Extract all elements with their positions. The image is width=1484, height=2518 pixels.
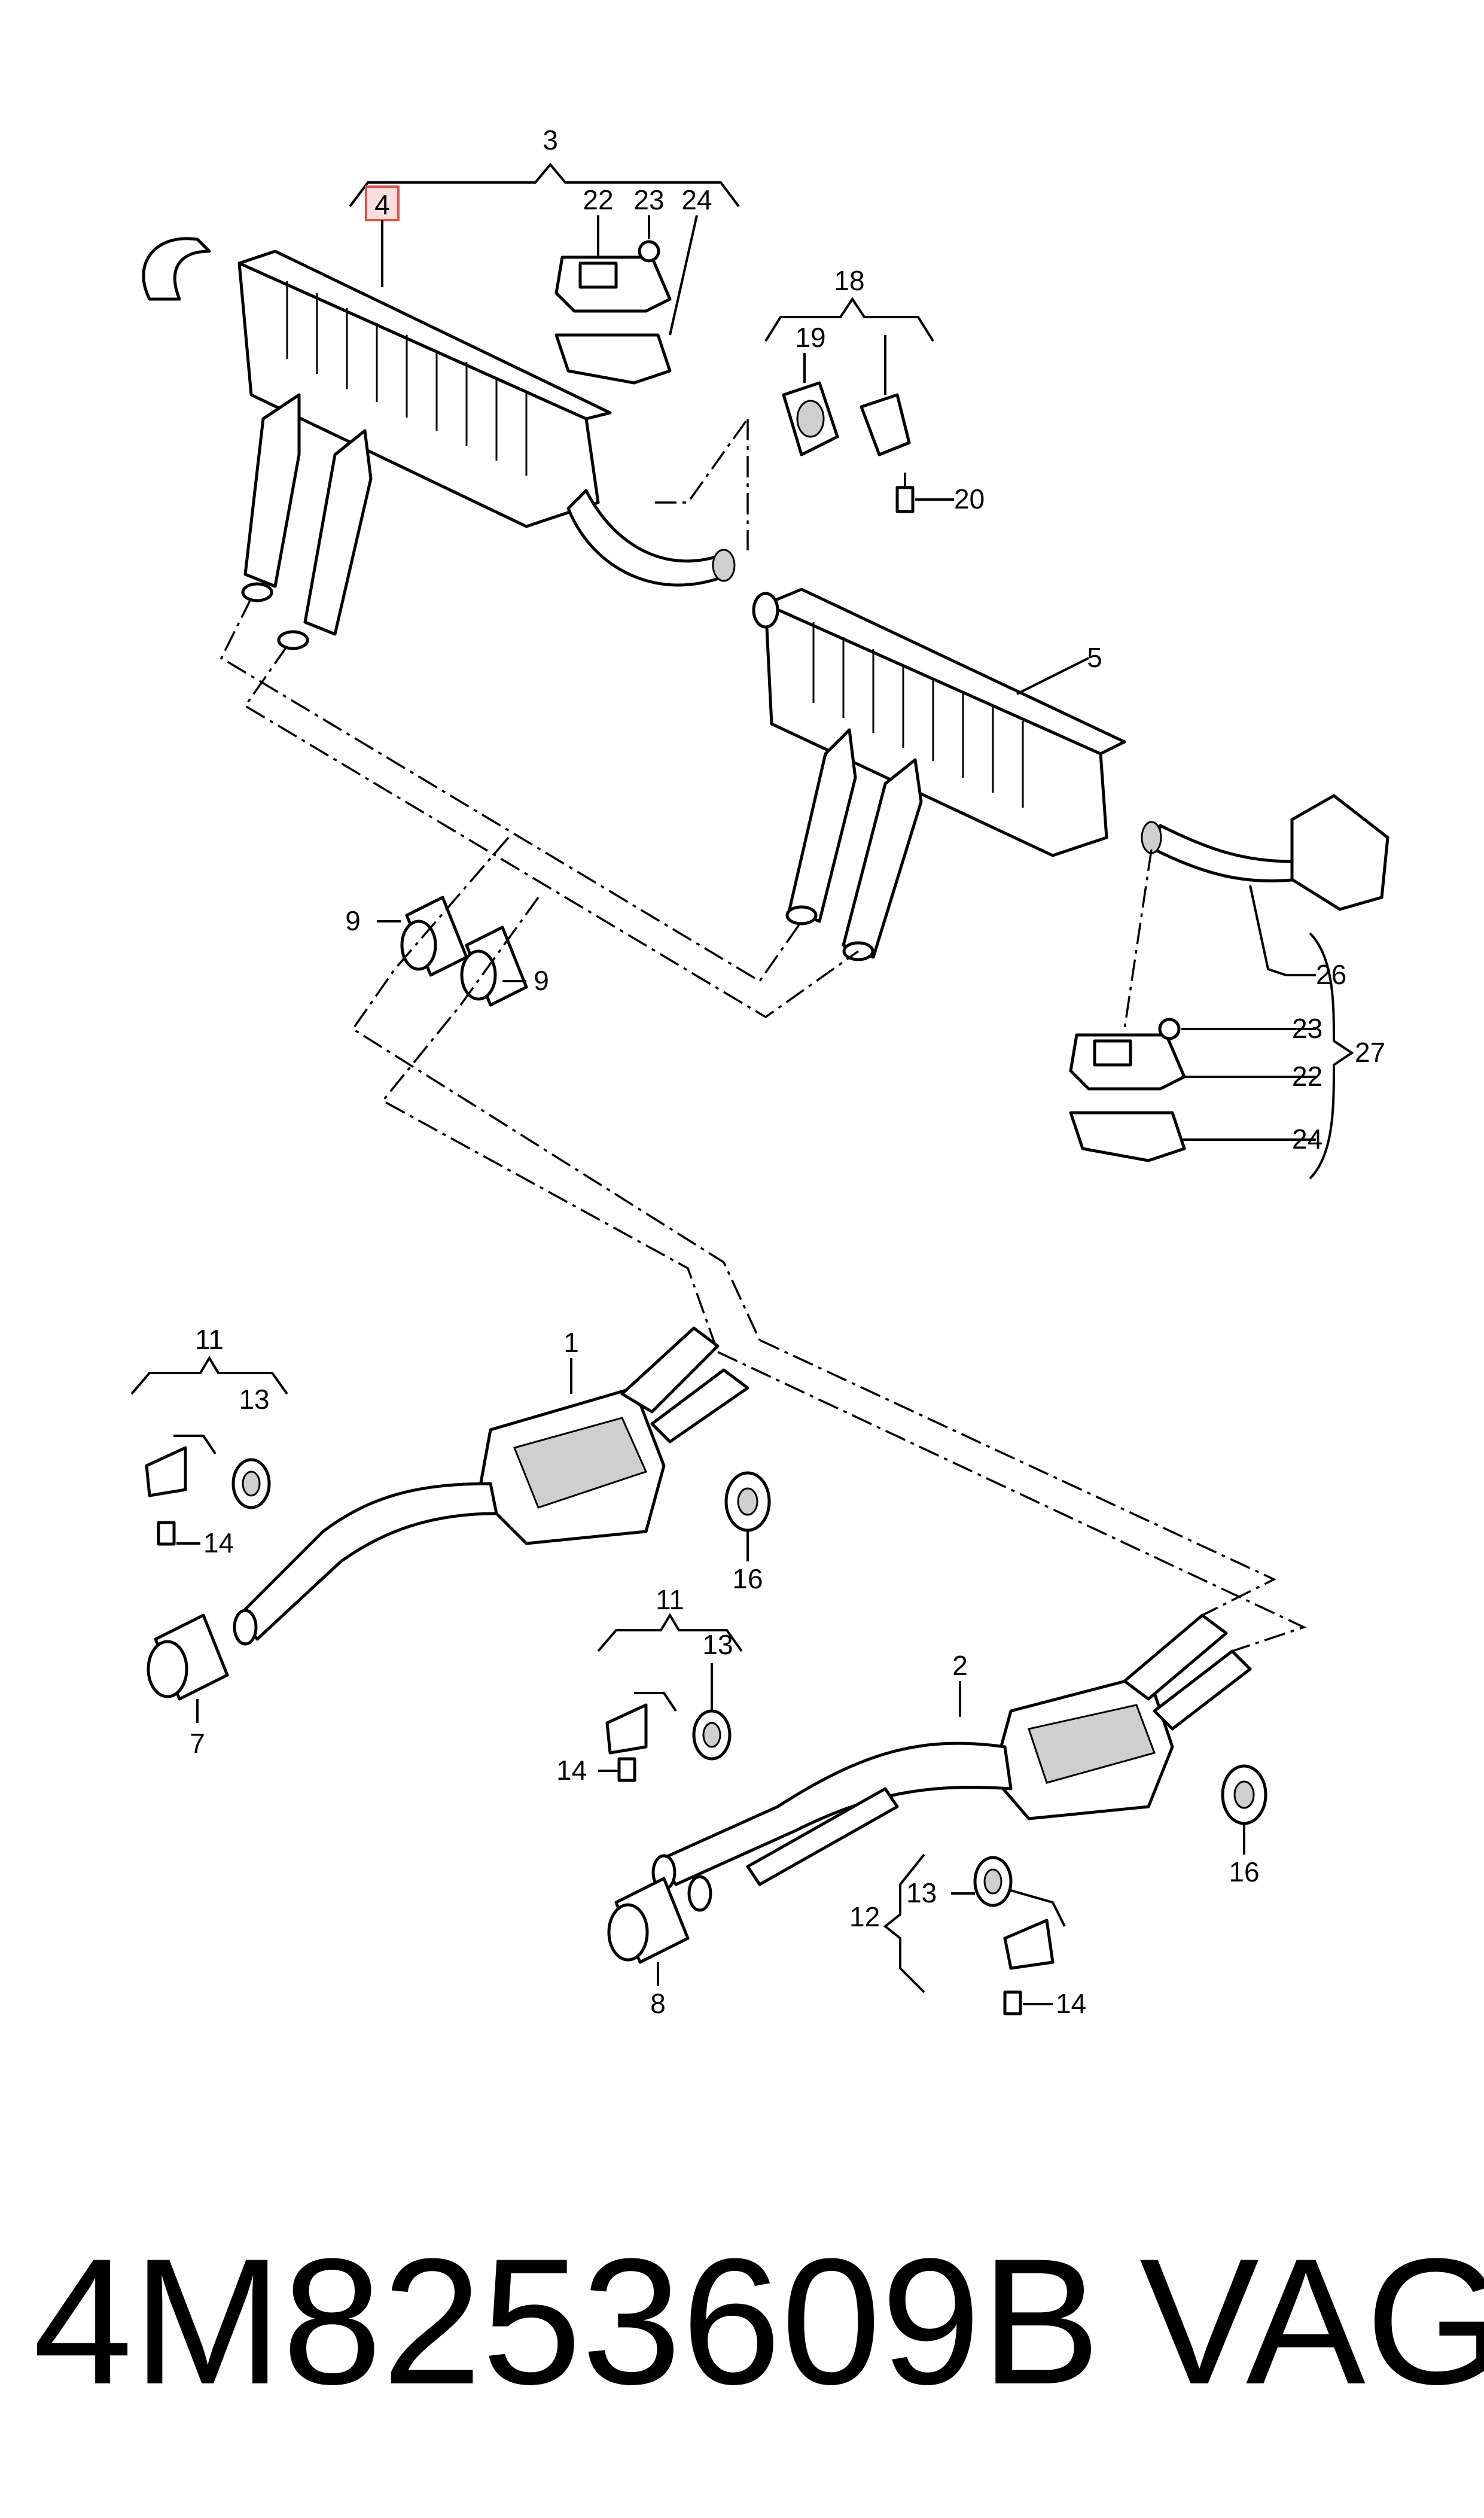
callout-23-top: 23	[633, 184, 664, 215]
bolt-14c	[1003, 1990, 1022, 2015]
rubber-mount-13b	[692, 1709, 732, 1761]
callout-2: 2	[952, 1650, 968, 1681]
callout-4: 4	[374, 189, 390, 220]
clamp-9a	[400, 896, 468, 977]
callout-20: 20	[954, 483, 985, 514]
rubber-mount-13c	[973, 1856, 1013, 1907]
callout-9a: 9	[345, 905, 361, 936]
callout-24-top: 24	[681, 184, 712, 215]
bracket-3	[349, 162, 740, 208]
center-muffler-2	[651, 1613, 1252, 1912]
callout-labels: 3 4 22 23 24 18 19 20 5 9 9 26 23 22 27 …	[190, 124, 1385, 2019]
bracket-18	[764, 297, 934, 342]
callout-22-right: 22	[1292, 1061, 1323, 1092]
tailpipe-26	[1141, 794, 1389, 911]
callout-13c: 13	[906, 1877, 937, 1908]
clamp-9b	[460, 925, 528, 1007]
hanger-11a	[145, 1435, 217, 1497]
bolt-14b	[617, 1757, 636, 1782]
rubber-mount-19	[782, 381, 839, 456]
bracket-11a	[130, 1356, 288, 1395]
callout-24-right: 24	[1292, 1123, 1323, 1155]
rubber-mount-13a	[231, 1458, 271, 1509]
callout-16b: 16	[1229, 1856, 1259, 1887]
bracket-11b	[597, 1613, 743, 1652]
callout-14b: 14	[556, 1755, 587, 1786]
exhaust-flap-actuator-22-top	[554, 240, 672, 385]
callout-19: 19	[795, 322, 825, 353]
callout-11a: 11	[195, 1324, 224, 1355]
bolt-20-top	[895, 473, 915, 513]
exhaust-flap-actuator-22-right	[1069, 1018, 1186, 1162]
hanger-11b	[605, 1692, 677, 1755]
callout-3: 3	[543, 124, 558, 156]
bracket-12	[883, 1853, 925, 1993]
callout-23-right: 23	[1292, 1013, 1323, 1044]
callout-18: 18	[834, 265, 864, 296]
bolt-14a	[157, 1521, 176, 1546]
rubber-mount-16b	[1221, 1764, 1267, 1825]
callout-5: 5	[1087, 642, 1102, 673]
clamp-8	[607, 1877, 690, 1964]
clamp-7	[147, 1613, 229, 1701]
callout-13a: 13	[239, 1384, 269, 1415]
callout-13b: 13	[702, 1629, 733, 1660]
part-number: 4M8253609B	[33, 2221, 1101, 2422]
callout-14a: 14	[203, 1527, 234, 1558]
rubber-mount-16a	[724, 1471, 771, 1532]
hanger-bracket-18	[860, 335, 911, 456]
rear-muffler-4	[142, 237, 736, 650]
callout-16a: 16	[732, 1563, 763, 1594]
center-muffler-1	[233, 1326, 749, 1646]
callout-26: 26	[1316, 959, 1346, 990]
callout-22-top: 22	[583, 184, 613, 215]
callout-14c: 14	[1056, 1988, 1086, 2019]
hanger-12	[1003, 1889, 1066, 1970]
callout-8: 8	[650, 1988, 666, 2019]
callout-12: 12	[849, 1901, 880, 1932]
callout-11b: 11	[656, 1584, 684, 1615]
brand-name: VAG	[1139, 2221, 1484, 2422]
callout-1: 1	[563, 1327, 579, 1358]
rear-muffler-5	[752, 587, 1126, 961]
callout-7: 7	[190, 1728, 205, 1759]
callout-27: 27	[1355, 1037, 1385, 1068]
assembly-lines	[220, 418, 1307, 1652]
callout-9b: 9	[534, 965, 549, 996]
bracket-27	[1309, 932, 1354, 1180]
